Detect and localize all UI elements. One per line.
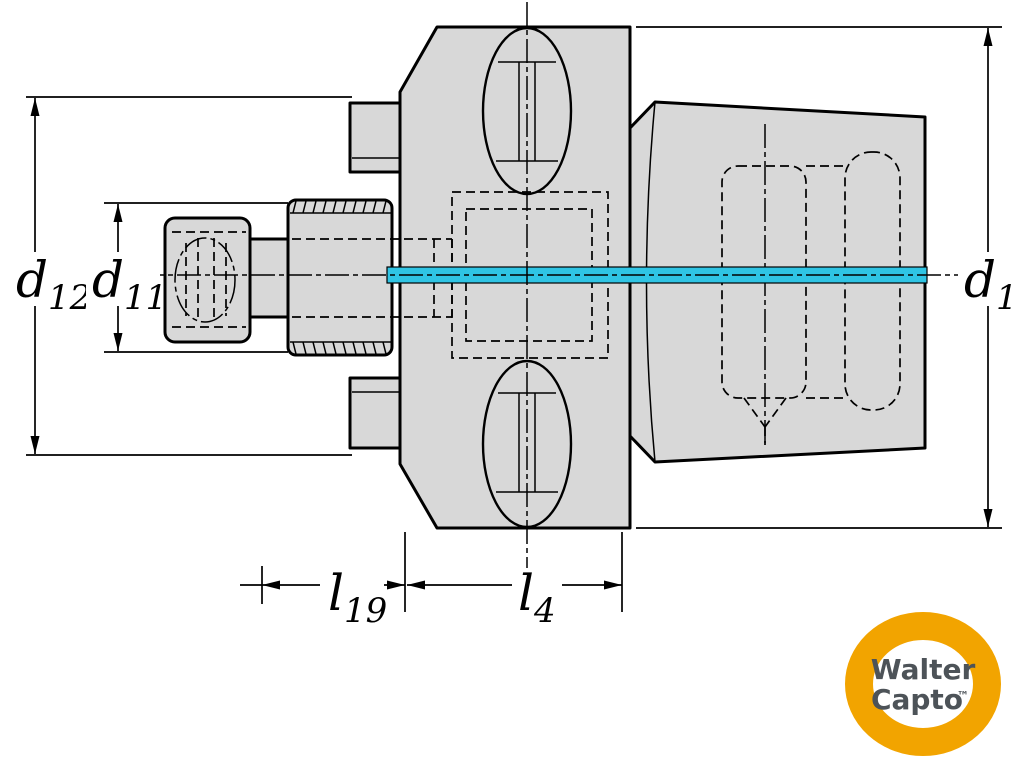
logo-text-line2: Capto	[871, 683, 963, 716]
flange-body	[292, 25, 632, 530]
dimension-l4: l4	[407, 532, 623, 631]
lower-trunnion	[348, 376, 404, 450]
screw-head	[163, 216, 252, 344]
dimension-d12: d12	[12, 96, 352, 456]
dim-label-d12: d12	[16, 251, 91, 318]
sleeve-body	[286, 198, 394, 357]
dim-label-d1: d1	[964, 251, 1018, 318]
dimension-d1: d1	[636, 26, 1020, 529]
threaded-sleeve	[286, 198, 394, 357]
dim-label-l4: l4	[518, 564, 556, 631]
dimension-l19: l19	[240, 532, 406, 631]
thread-hatch-top	[292, 200, 387, 214]
walter-capto-logo: Walter Capto ™	[845, 612, 1001, 756]
upper-trunnion	[348, 101, 404, 174]
dimension-d11: d11	[86, 202, 288, 353]
clamping-screw	[163, 216, 294, 344]
screw-shaft	[246, 237, 294, 319]
thread-band-lines	[290, 212, 392, 343]
trunnions	[348, 101, 404, 450]
screw-head-hidden-lines	[172, 231, 246, 328]
thread-hatch-bottom	[292, 341, 387, 355]
logo-ring	[845, 612, 1001, 756]
dim-label-l19: l19	[328, 564, 387, 631]
logo-text-line1: Walter	[871, 653, 976, 686]
logo-trademark: ™	[957, 689, 969, 703]
centerlines	[140, 2, 958, 612]
dim-label-d11: d11	[92, 251, 167, 318]
